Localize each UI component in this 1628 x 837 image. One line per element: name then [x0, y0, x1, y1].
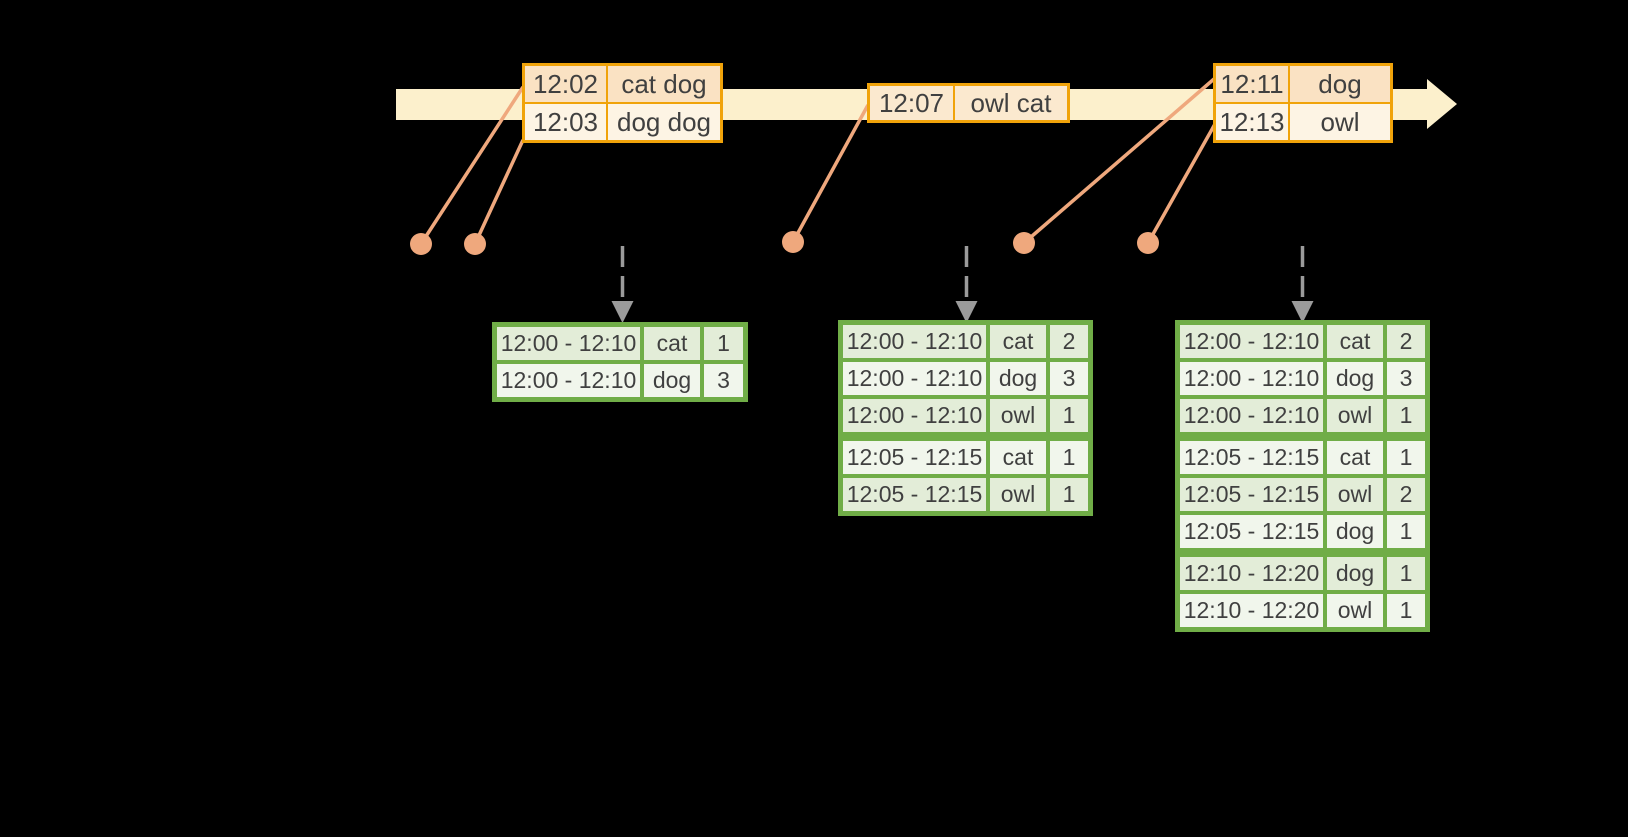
event-connector-line — [791, 104, 870, 243]
word-cell: owl — [1327, 594, 1383, 627]
event-time-cell: 12:02 — [525, 66, 606, 102]
event-words-cell: owl — [1290, 104, 1390, 140]
word-cell: dog — [644, 364, 700, 397]
result-row: 12:00 - 12:10 cat 2 — [1180, 325, 1425, 358]
word-cell: cat — [1327, 325, 1383, 358]
input-events-table-3: 12:11 dog 12:13 owl — [1213, 63, 1393, 143]
count-cell: 2 — [1387, 478, 1425, 511]
window-cell: 12:00 - 12:10 — [843, 325, 986, 358]
window-cell: 12:00 - 12:10 — [497, 364, 640, 397]
result-row: 12:10 - 12:20 dog 1 — [1180, 557, 1425, 590]
trigger-arrow — [611, 246, 634, 323]
trigger-arrow — [1291, 246, 1314, 323]
event-words-cell: dog dog — [608, 104, 720, 140]
window-cell: 12:00 - 12:10 — [497, 327, 640, 360]
word-cell: cat — [644, 327, 700, 360]
trigger-arrowhead-icon — [611, 301, 634, 323]
result-row: 12:00 - 12:10 dog 3 — [1180, 362, 1425, 395]
count-cell: 1 — [704, 327, 743, 360]
window-cell: 12:00 - 12:10 — [843, 362, 986, 395]
word-cell: owl — [990, 478, 1046, 511]
count-cell: 1 — [1387, 515, 1425, 548]
result-row: 12:10 - 12:20 owl 1 — [1180, 594, 1425, 627]
result-row: 12:05 - 12:15 owl 1 — [843, 478, 1088, 511]
window-cell: 12:05 - 12:15 — [1180, 515, 1323, 548]
input-events-table-1: 12:02 cat dog 12:03 dog dog — [522, 63, 723, 143]
count-cell: 3 — [1387, 362, 1425, 395]
window-cell: 12:05 - 12:15 — [1180, 441, 1323, 474]
result-table-3: 12:00 - 12:10 cat 2 12:00 - 12:10 dog 3 … — [1175, 320, 1430, 632]
count-cell: 1 — [1050, 399, 1088, 432]
count-cell: 1 — [1387, 594, 1425, 627]
result-row: 12:00 - 12:10 dog 3 — [843, 362, 1088, 395]
window-cell: 12:00 - 12:10 — [843, 399, 986, 432]
input-events-table-2: 12:07 owl cat — [867, 83, 1070, 123]
word-cell: dog — [1327, 362, 1383, 395]
window-cell: 12:05 - 12:15 — [843, 478, 986, 511]
window-cell: 12:00 - 12:10 — [1180, 399, 1323, 432]
event-dot — [410, 233, 432, 255]
result-row: 12:05 - 12:15 dog 1 — [1180, 515, 1425, 548]
event-timeline-arrowhead-icon — [1427, 79, 1457, 129]
count-cell: 1 — [1050, 441, 1088, 474]
result-row: 12:00 - 12:10 owl 1 — [843, 399, 1088, 432]
count-cell: 1 — [1387, 557, 1425, 590]
result-row: 12:05 - 12:15 cat 1 — [843, 441, 1088, 474]
event-words-cell: cat dog — [608, 66, 720, 102]
count-cell: 2 — [1387, 325, 1425, 358]
word-cell: cat — [990, 441, 1046, 474]
word-cell: dog — [1327, 515, 1383, 548]
result-row: 12:00 - 12:10 cat 1 — [497, 327, 743, 360]
count-cell: 1 — [1050, 478, 1088, 511]
result-row: 12:00 - 12:10 owl 1 — [1180, 399, 1425, 432]
count-cell: 2 — [1050, 325, 1088, 358]
window-cell: 12:05 - 12:15 — [1180, 478, 1323, 511]
event-words-cell: owl cat — [955, 86, 1067, 120]
window-cell: 12:00 - 12:10 — [1180, 325, 1323, 358]
result-row: 12:00 - 12:10 dog 3 — [497, 364, 743, 397]
word-cell: owl — [1327, 478, 1383, 511]
word-cell: cat — [990, 325, 1046, 358]
count-cell: 3 — [1050, 362, 1088, 395]
window-cell: 12:05 - 12:15 — [843, 441, 986, 474]
event-dot — [1137, 232, 1159, 254]
window-cell: 12:10 - 12:20 — [1180, 594, 1323, 627]
event-time-cell: 12:13 — [1216, 104, 1288, 140]
event-connector-line — [1146, 123, 1217, 244]
word-cell: cat — [1327, 441, 1383, 474]
window-cell: 12:10 - 12:20 — [1180, 557, 1323, 590]
event-connector-line — [473, 139, 525, 245]
result-row: 12:00 - 12:10 cat 2 — [843, 325, 1088, 358]
event-dot — [1013, 232, 1035, 254]
event-dot — [782, 231, 804, 253]
result-table-1: 12:00 - 12:10 cat 1 12:00 - 12:10 dog 3 — [492, 322, 748, 402]
event-words-cell: dog — [1290, 66, 1390, 102]
result-table-2: 12:00 - 12:10 cat 2 12:00 - 12:10 dog 3 … — [838, 320, 1093, 516]
result-row: 12:05 - 12:15 cat 1 — [1180, 441, 1425, 474]
trigger-arrow — [955, 246, 978, 323]
window-cell: 12:00 - 12:10 — [1180, 362, 1323, 395]
count-cell: 1 — [1387, 441, 1425, 474]
word-cell: owl — [1327, 399, 1383, 432]
event-dot — [464, 233, 486, 255]
word-cell: owl — [990, 399, 1046, 432]
event-time-cell: 12:03 — [525, 104, 606, 140]
word-cell: dog — [990, 362, 1046, 395]
count-cell: 1 — [1387, 399, 1425, 432]
count-cell: 3 — [704, 364, 743, 397]
word-cell: dog — [1327, 557, 1383, 590]
event-time-cell: 12:07 — [870, 86, 953, 120]
event-time-cell: 12:11 — [1216, 66, 1288, 102]
result-row: 12:05 - 12:15 owl 2 — [1180, 478, 1425, 511]
